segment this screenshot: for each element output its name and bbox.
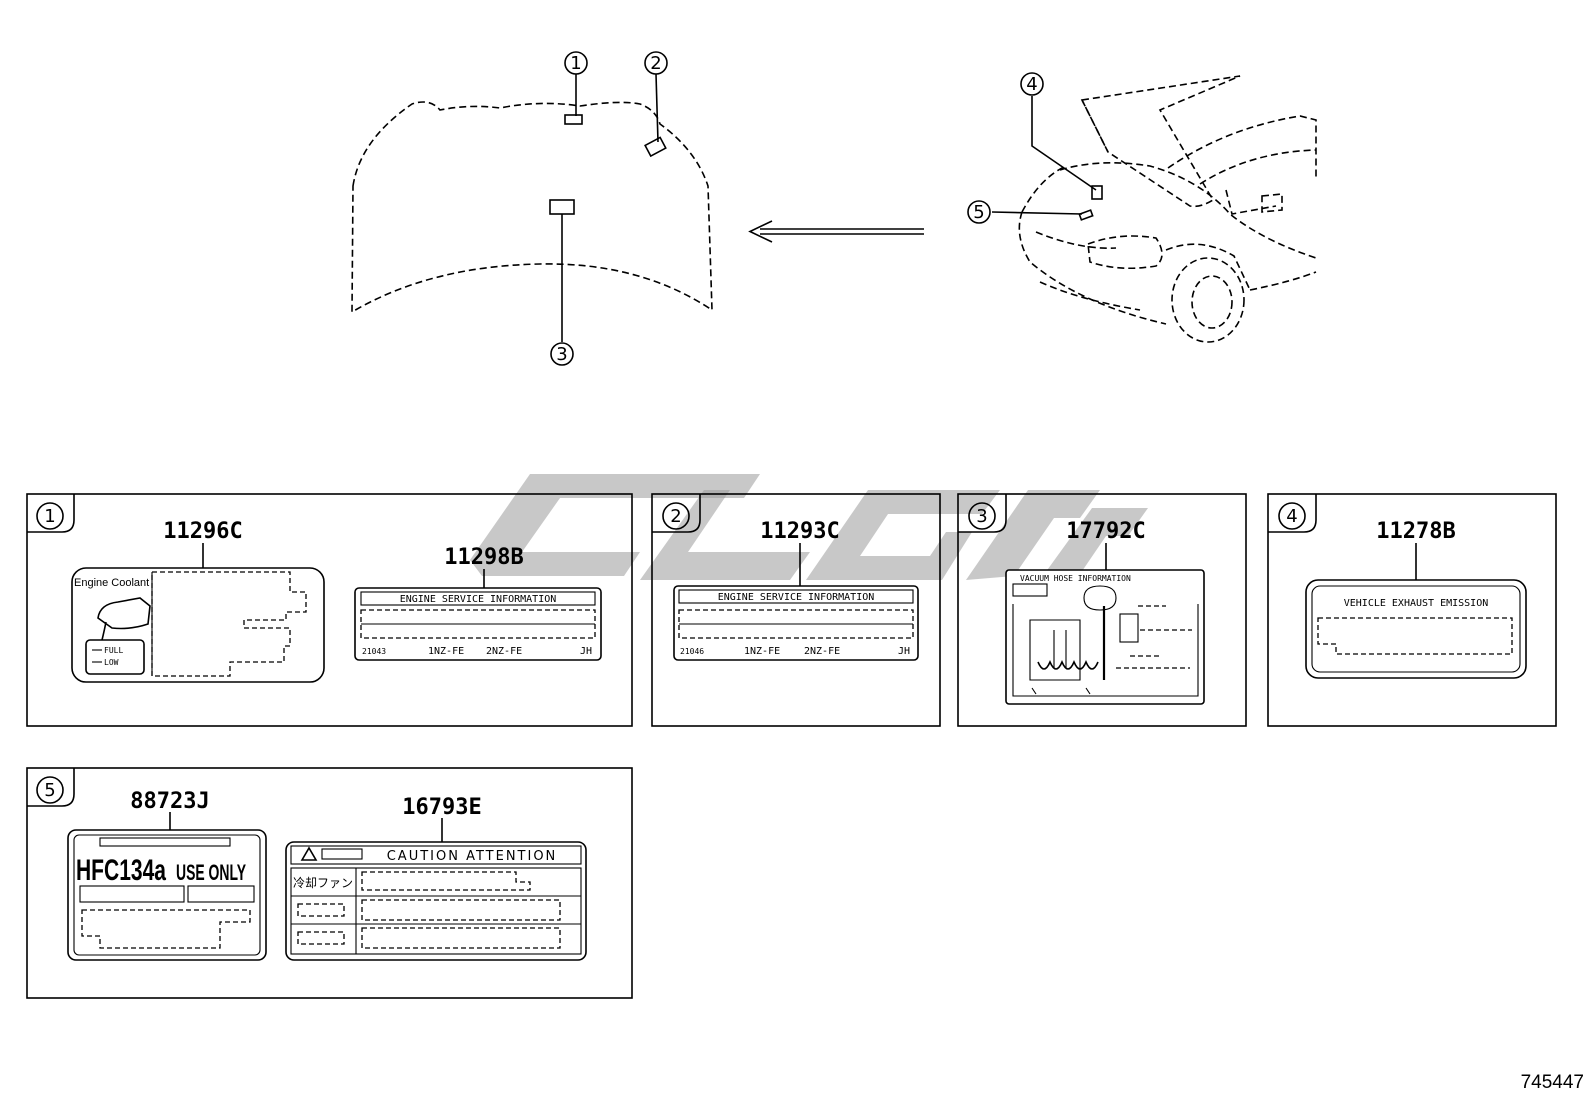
svg-text:LOW: LOW xyxy=(104,658,119,667)
svg-text:16793E: 16793E xyxy=(402,795,481,820)
car-label-4 xyxy=(1091,185,1103,200)
hood-label-2 xyxy=(644,136,667,158)
svg-text:2NZ-FE: 2NZ-FE xyxy=(486,646,522,657)
svg-text:88723J: 88723J xyxy=(130,789,209,814)
svg-text:1: 1 xyxy=(44,506,55,527)
svg-text:3: 3 xyxy=(976,506,987,527)
svg-text:2NZ-FE: 2NZ-FE xyxy=(804,646,840,657)
label-11278B xyxy=(1305,579,1527,679)
callout-2: 2 xyxy=(644,51,668,75)
svg-text:ENGINE SERVICE INFORMATION: ENGINE SERVICE INFORMATION xyxy=(400,594,557,605)
svg-text:1: 1 xyxy=(570,53,581,74)
svg-text:17792C: 17792C xyxy=(1066,519,1145,544)
panel-5: 5 88723J HFC134a USE ONLY 16793E CAUTION… xyxy=(26,767,633,999)
warning-triangle-icon xyxy=(300,846,318,861)
car-view xyxy=(991,75,1317,343)
svg-text:1NZ-FE: 1NZ-FE xyxy=(428,646,464,657)
svg-text:JH: JH xyxy=(580,646,592,657)
label-11293C xyxy=(673,585,919,661)
watermark-logo xyxy=(470,474,1148,580)
hood-label-1 xyxy=(564,114,583,125)
callout-3: 3 xyxy=(550,342,574,366)
svg-text:5: 5 xyxy=(44,780,55,801)
callout-5: 5 xyxy=(967,200,991,224)
svg-text:Engine Coolant: Engine Coolant xyxy=(74,577,149,589)
svg-text:HFC134a: HFC134a xyxy=(76,854,166,887)
svg-text:2: 2 xyxy=(670,506,681,527)
svg-text:1NZ-FE: 1NZ-FE xyxy=(744,646,780,657)
svg-text:11278B: 11278B xyxy=(1376,519,1455,544)
callout-1: 1 xyxy=(564,51,588,75)
svg-text:11293C: 11293C xyxy=(760,519,839,544)
view-arrow xyxy=(748,220,924,243)
panel-1: 1 11296C Engine Coolant FULL LOW 11298B … xyxy=(26,493,633,727)
car-label-5 xyxy=(1078,209,1094,221)
svg-text:VACUUM HOSE INFORMATION: VACUUM HOSE INFORMATION xyxy=(1020,574,1131,583)
figure-reference: 745447 xyxy=(1521,1072,1584,1093)
svg-text:5: 5 xyxy=(973,202,984,223)
panel-2: 2 11293C ENGINE SERVICE INFORMATION 2104… xyxy=(651,493,941,727)
svg-text:VEHICLE EXHAUST EMISSION: VEHICLE EXHAUST EMISSION xyxy=(1344,598,1489,609)
hood-view xyxy=(351,73,713,342)
callout-4: 4 xyxy=(1020,72,1044,96)
label-11296C xyxy=(71,567,325,683)
svg-text:11298B: 11298B xyxy=(444,545,523,570)
svg-text:冷却ファン: 冷却ファン xyxy=(293,876,353,890)
panel-3: 3 17792C VACUUM HOSE INFORMATION xyxy=(957,493,1247,727)
label-88723J xyxy=(67,829,267,961)
svg-text:JH: JH xyxy=(898,646,910,657)
svg-text:21043: 21043 xyxy=(362,647,386,656)
hood-label-3 xyxy=(549,199,575,215)
svg-text:ENGINE SERVICE INFORMATION: ENGINE SERVICE INFORMATION xyxy=(718,592,875,603)
svg-text:4: 4 xyxy=(1026,74,1037,95)
svg-text:2: 2 xyxy=(650,53,661,74)
svg-text:CAUTION ATTENTION: CAUTION ATTENTION xyxy=(387,849,558,864)
svg-text:4: 4 xyxy=(1286,506,1297,527)
svg-text:21046: 21046 xyxy=(680,647,704,656)
svg-text:3: 3 xyxy=(556,344,567,365)
svg-text:USE ONLY: USE ONLY xyxy=(176,860,246,885)
panel-4: 4 11278B VEHICLE EXHAUST EMISSION xyxy=(1267,493,1557,727)
svg-text:FULL: FULL xyxy=(104,646,123,655)
svg-text:11296C: 11296C xyxy=(163,519,242,544)
